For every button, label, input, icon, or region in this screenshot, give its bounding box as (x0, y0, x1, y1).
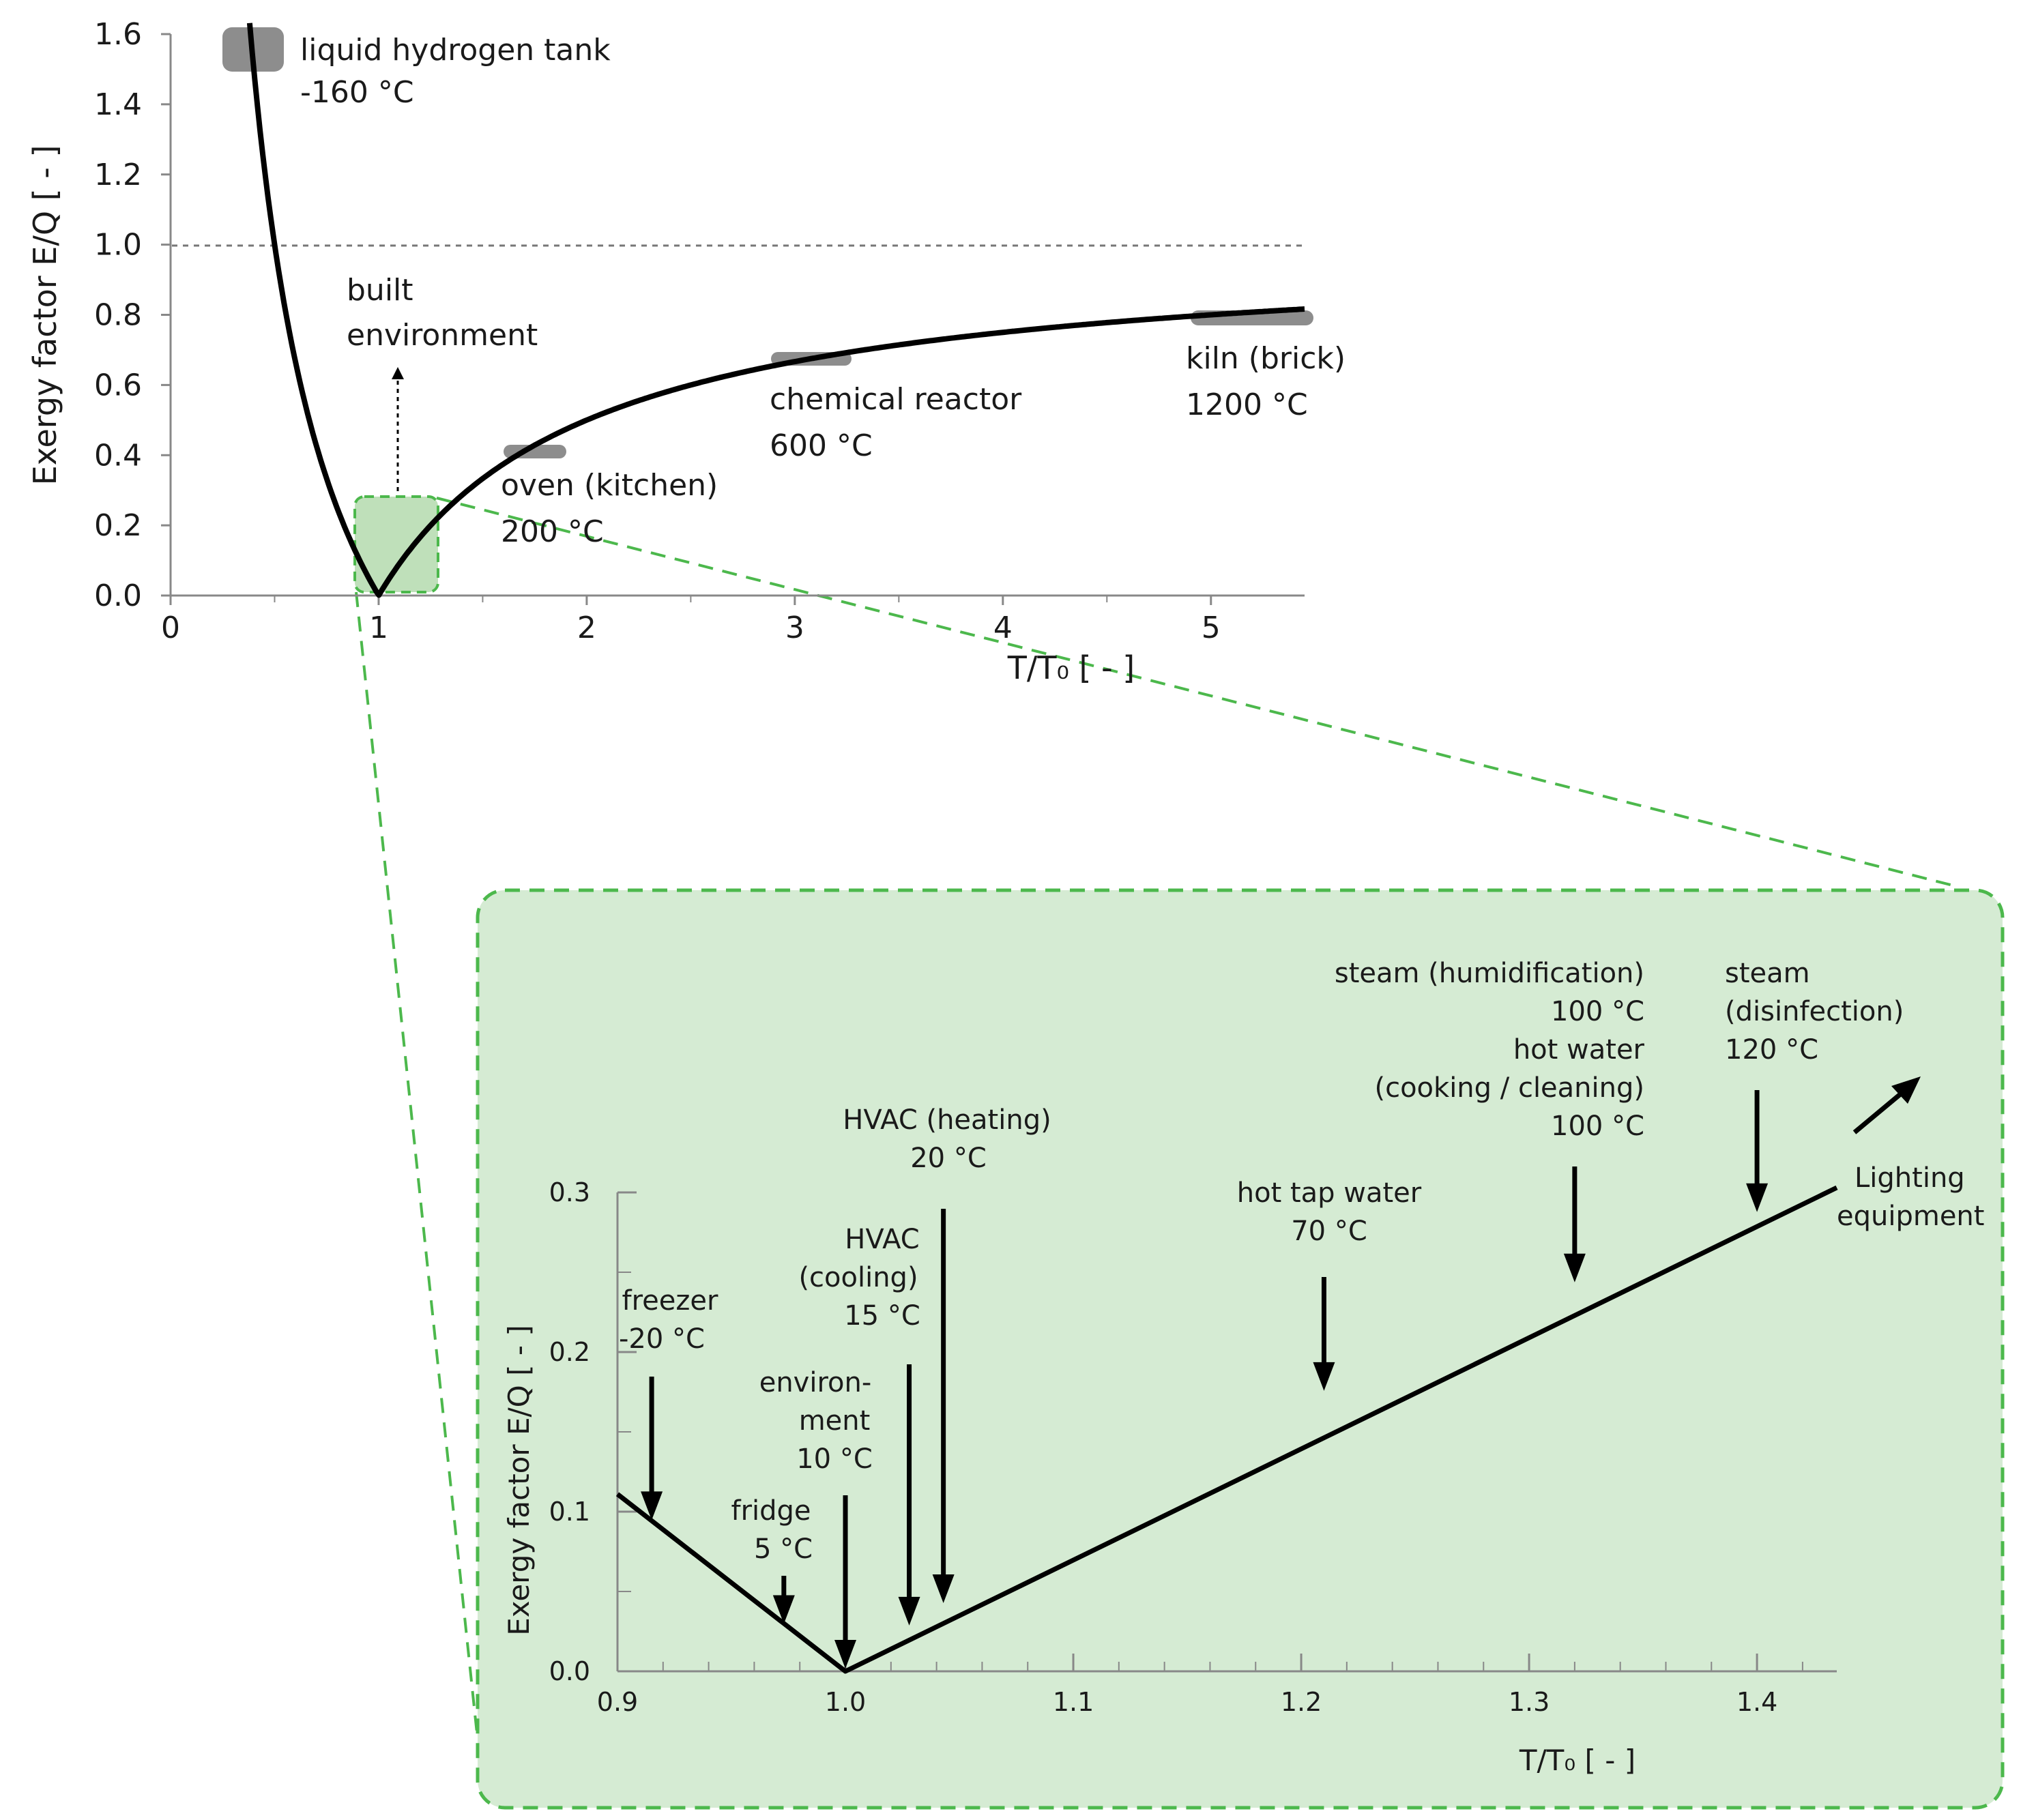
main-y-label: Exergy factor E/Q [ - ] (27, 145, 63, 486)
main-y-tick-label: 0.2 (94, 508, 142, 543)
inset-chart: 0.0 0.1 0.2 0.3 0.9 1.0 1.1 1.2 1.3 1.4 T/T₀ [ -… (502, 958, 1984, 1777)
lighting-arrow (1852, 1089, 1906, 1134)
inset-arrow-head (641, 1491, 663, 1521)
inset-y-tick-label: 0.3 (549, 1177, 590, 1207)
inset-x-tick-label: 1.4 (1736, 1687, 1777, 1717)
inset-arrow-head (1746, 1183, 1769, 1212)
main-x-tick-label: 0 (161, 611, 180, 645)
inset-arrow-head (898, 1596, 920, 1626)
main-chart: 0.0 0.2 0.4 0.6 0.8 1.0 1.2 1.4 1.6 0 1 2 3 4 5 T/T₀ … (27, 17, 1346, 686)
main-y-tick-label: 1.2 (94, 158, 142, 192)
main-curve (246, 23, 1305, 598)
main-x-tick-label: 4 (993, 611, 1013, 645)
zoom-panel (476, 888, 2005, 1810)
annotation-kiln: kiln (brick)1200 °C (1186, 341, 1346, 422)
main-y-tick-label: 0.0 (94, 578, 142, 613)
zoom-connectors (355, 497, 1959, 1740)
main-y-tick-label: 1.6 (94, 17, 142, 52)
annotation-freezer: freezer-20 °C (619, 1285, 718, 1355)
inset-y-tick-label: 0.2 (549, 1337, 590, 1367)
annotation-hvac-heating: HVAC (heating)20 °C (843, 1104, 1051, 1174)
inset-x-tick-label: 1.2 (1281, 1687, 1322, 1717)
main-y-tick-label: 0.6 (94, 368, 142, 402)
inset-arrow-head (1313, 1362, 1335, 1391)
lighting-arrowhead (1891, 1076, 1921, 1104)
inset-curve (615, 1185, 1838, 1674)
main-x-label: T/T₀ [ - ] (1007, 649, 1135, 686)
main-y-tick-label: 0.8 (94, 298, 142, 333)
main-y-ticks: 0.0 0.2 0.4 0.6 0.8 1.0 1.2 1.4 1.6 (94, 17, 171, 613)
inset-x-tick-label: 1.3 (1509, 1687, 1550, 1717)
annotation-liquid-hydrogen: liquid hydrogen tank-160 °C (300, 33, 611, 110)
main-x-tick-label: 2 (577, 611, 596, 645)
annotation-steam-disinfection: steam(disinfection)120 °C (1725, 958, 1904, 1066)
built-environment-arrowhead (392, 367, 404, 379)
annotation-oven: oven (kitchen)200 °C (501, 468, 718, 549)
inset-arrow-head (772, 1595, 795, 1624)
main-y-tick-label: 1.4 (94, 87, 142, 122)
inset-y-tick-label: 0.1 (549, 1497, 590, 1527)
connector-left (355, 591, 479, 1740)
inset-x-tick-label: 0.9 (597, 1687, 638, 1717)
main-y-tick-label: 1.0 (94, 228, 142, 263)
inset-x-tick-label: 1.0 (825, 1687, 866, 1717)
inset-y-ticks: 0.0 0.1 0.2 0.3 (549, 1177, 637, 1686)
inset-arrow-head (932, 1574, 955, 1604)
inset-arrow-head (1563, 1253, 1586, 1282)
connector-right (436, 497, 1959, 888)
annotation-hvac-cooling: HVAC(cooling)15 °C (798, 1224, 920, 1332)
main-x-tick-label: 3 (785, 611, 804, 645)
inset-arrow-head (834, 1640, 857, 1669)
inset-x-tick-label: 1.1 (1053, 1687, 1094, 1717)
inset-arrows (641, 1090, 1769, 1669)
inset-x-label: T/T₀ [ - ] (1519, 1744, 1635, 1777)
main-x-tick-label: 5 (1202, 611, 1221, 645)
main-x-ticks: 0 1 2 3 4 5 (161, 596, 1221, 645)
inset-y-label: Exergy factor E/Q [ - ] (502, 1325, 536, 1635)
main-y-tick-label: 0.4 (94, 438, 142, 473)
main-x-tick-label: 1 (369, 611, 388, 645)
inset-y-tick-label: 0.0 (549, 1656, 590, 1686)
